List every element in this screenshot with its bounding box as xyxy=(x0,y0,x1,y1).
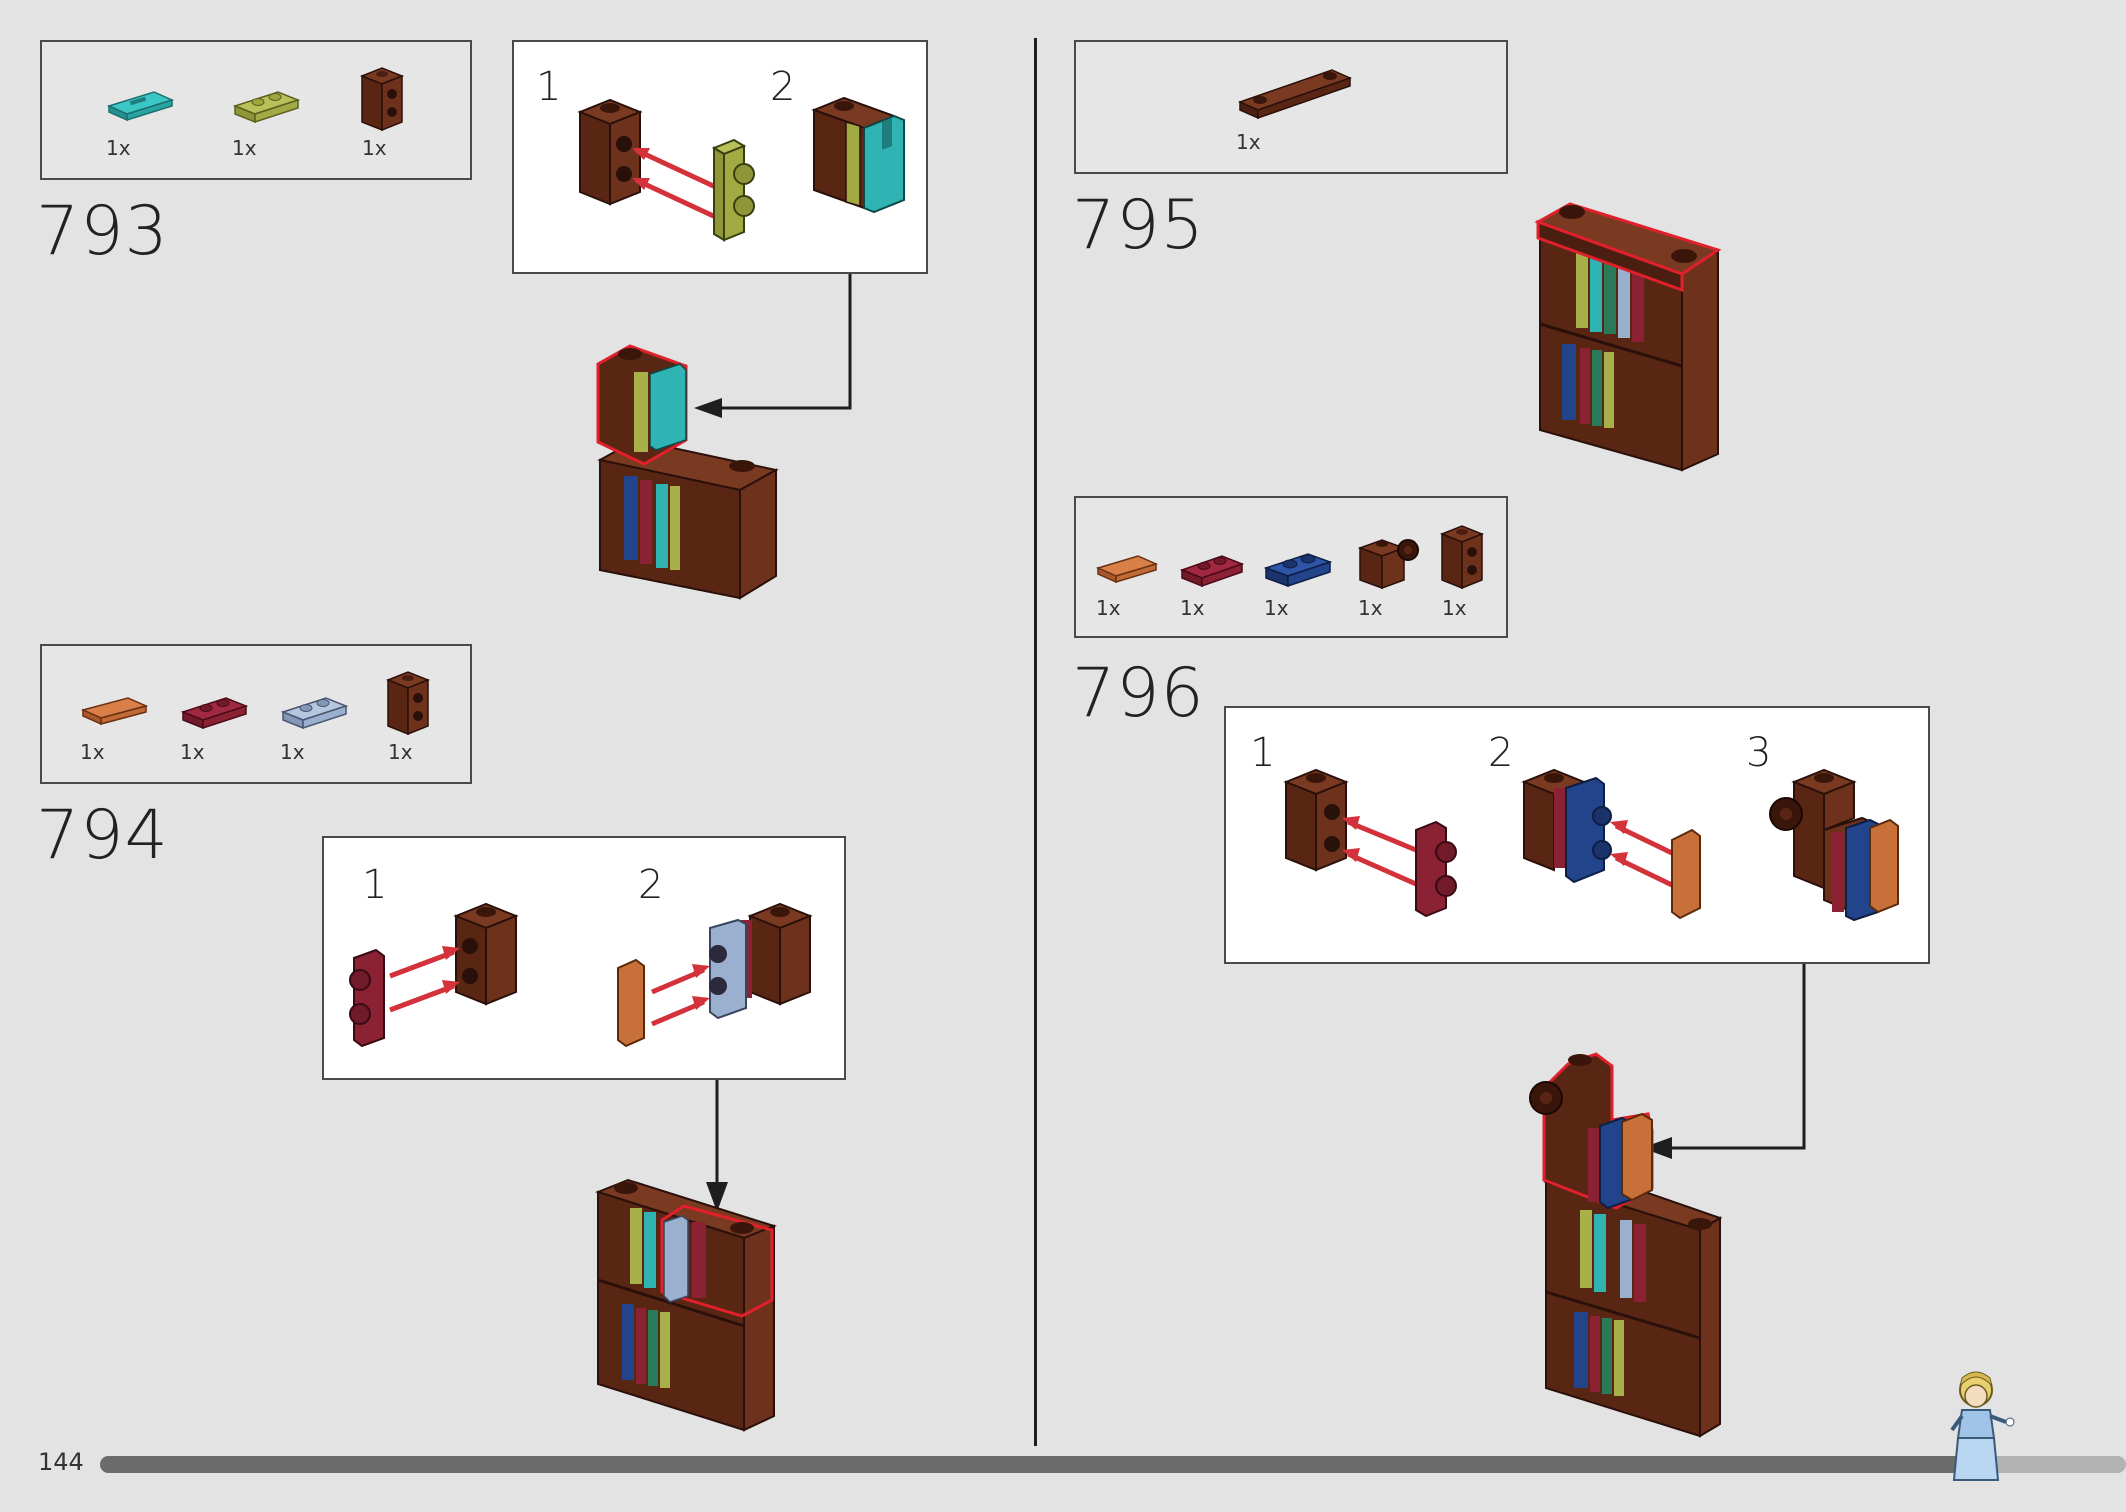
substep-label: 1 xyxy=(1250,730,1276,776)
part-qty: 1x xyxy=(1236,130,1261,154)
substep-label: 3 xyxy=(1746,730,1772,776)
step-number: 793 xyxy=(36,192,169,271)
brown-brick-studs-icon xyxy=(1439,525,1485,590)
minifigure-icon xyxy=(1950,1371,2015,1481)
parts-list-793: 1x 1x 1x xyxy=(40,40,472,180)
progress-bar xyxy=(100,1456,2126,1473)
part-qty: 1x xyxy=(280,740,305,764)
parts-list-795: 1x xyxy=(1074,40,1508,174)
step-793-model xyxy=(596,344,779,600)
part-qty: 1x xyxy=(1358,596,1383,620)
step-number: 795 xyxy=(1072,186,1205,265)
substep-794-1-illustration xyxy=(349,902,519,1048)
brown-clip-brick-icon xyxy=(1357,539,1419,590)
substep-label: 2 xyxy=(770,64,796,110)
substep-793-2-illustration xyxy=(811,96,905,214)
parts-list-796: 1x 1x 1x 1x 1x xyxy=(1074,496,1508,638)
page-divider xyxy=(1034,38,1037,1446)
dark-red-plate-icon xyxy=(1179,555,1245,588)
substep-label: 2 xyxy=(638,862,664,908)
dark-red-plate-icon xyxy=(180,697,249,730)
brown-brick-studs-icon xyxy=(359,67,405,132)
part-qty: 1x xyxy=(106,136,131,160)
orange-tile-icon xyxy=(1095,555,1159,584)
teal-tile-icon xyxy=(106,91,175,122)
substep-796-2-illustration xyxy=(1521,768,1701,920)
blue-plate-icon xyxy=(1263,553,1333,588)
orange-tile-icon xyxy=(80,697,149,726)
part-qty: 1x xyxy=(1264,596,1289,620)
light-blue-plate-icon xyxy=(280,697,349,730)
step-794-model xyxy=(595,1178,777,1432)
substep-box-796: 1 2 3 xyxy=(1224,706,1930,964)
connector-arrow xyxy=(706,1080,728,1212)
brown-brick-studs-icon xyxy=(385,671,431,736)
substep-label: 1 xyxy=(536,64,562,110)
substep-793-1-illustration xyxy=(577,98,755,242)
substep-796-1-illustration xyxy=(1283,768,1457,918)
olive-plate-icon xyxy=(232,91,301,124)
substep-794-2-illustration xyxy=(617,902,813,1048)
connector-arrow xyxy=(694,274,852,418)
connector-arrow xyxy=(1642,964,1806,1159)
progress-fill xyxy=(100,1456,1985,1473)
step-number: 794 xyxy=(36,796,169,875)
part-qty: 1x xyxy=(1096,596,1121,620)
page-number: 144 xyxy=(38,1448,84,1476)
part-qty: 1x xyxy=(388,740,413,764)
substep-label: 2 xyxy=(1488,730,1514,776)
step-796-model xyxy=(1529,1052,1723,1438)
part-qty: 1x xyxy=(80,740,105,764)
part-qty: 1x xyxy=(362,136,387,160)
part-qty: 1x xyxy=(232,136,257,160)
substep-box-794: 1 2 xyxy=(322,836,846,1080)
part-qty: 1x xyxy=(1442,596,1467,620)
part-qty: 1x xyxy=(180,740,205,764)
substep-label: 1 xyxy=(362,862,388,908)
step-795-model xyxy=(1534,202,1722,472)
step-number: 796 xyxy=(1072,654,1205,733)
parts-list-794: 1x 1x 1x 1x xyxy=(40,644,472,784)
substep-796-3-illustration xyxy=(1769,768,1899,922)
brown-plate-long-icon xyxy=(1237,69,1353,120)
substep-box-793: 1 2 xyxy=(512,40,928,274)
part-qty: 1x xyxy=(1180,596,1205,620)
